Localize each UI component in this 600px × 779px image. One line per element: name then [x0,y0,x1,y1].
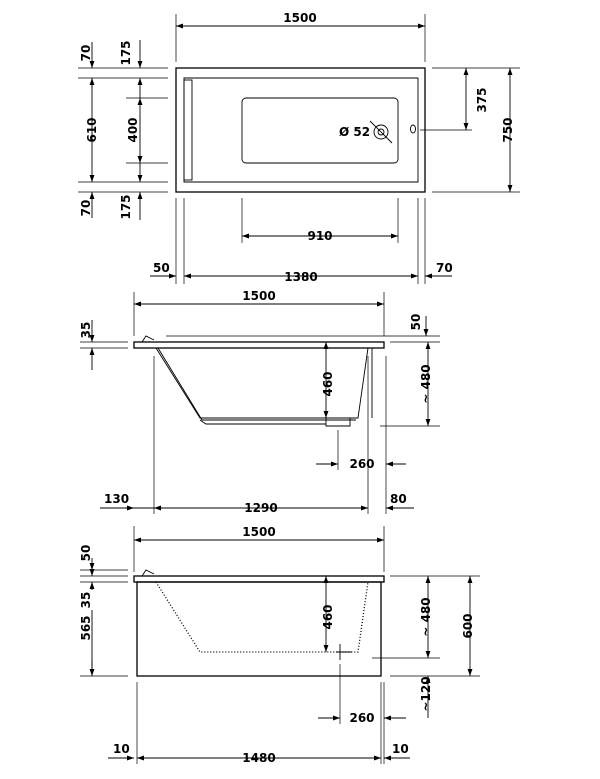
side-460-label: 460 [321,371,335,396]
top-70-upper-label: 70 [79,45,93,62]
panel-view-hidden-tub [155,581,369,653]
top-610-label: 610 [85,117,99,142]
top-175-lower-label: 175 [119,194,133,219]
side-35-label: 35 [79,322,93,339]
top-175-upper-label: 175 [119,40,133,65]
side-260-label: 260 [349,457,374,471]
top-view-headrest [183,79,193,181]
top-750-label: 750 [501,117,515,142]
top-50-label: 50 [153,261,170,275]
side-80-label: 80 [390,492,407,506]
top-375-label: 375 [475,87,489,112]
panel-width-1500-label: 1500 [242,525,275,539]
side-view-tub-body [155,347,369,419]
top-view: 1500 610 70 175 400 70 175 375 750 Ø 52 [78,11,520,284]
panel-600-label: 600 [461,613,475,638]
top-910-label: 910 [307,229,332,243]
panel-480-label: ~ 480 [419,597,433,636]
side-480-label: ~ 480 [419,364,433,403]
top-view-drain [373,124,389,140]
panel-260-label: 260 [349,711,374,725]
top-400-label: 400 [126,117,140,142]
panel-35-label: 35 [79,592,93,609]
top-1380-label: 1380 [284,270,317,284]
side-width-1500-label: 1500 [242,289,275,303]
side-view: 1500 35 50 460 ~ 480 260 1290 130 80 [79,289,440,515]
panel-10-left-label: 10 [113,742,130,756]
panel-view: 1500 50 35 565 460 ~ 480 600 ~120 260 14… [79,525,480,765]
panel-1480-label: 1480 [242,751,275,765]
top-view-bottom-area [241,97,399,164]
top-70-right-label: 70 [436,261,453,275]
panel-460-label: 460 [321,604,335,629]
panel-10-right-label: 10 [392,742,409,756]
panel-view-front-panel [136,581,382,677]
panel-565-label: 565 [79,615,93,640]
top-70-lower-label: 70 [79,200,93,217]
panel-50-label: 50 [79,545,93,562]
panel-view-rim [133,575,385,583]
top-view-overflow [410,124,416,134]
side-1290-label: 1290 [244,501,277,515]
panel-120-label: ~120 [419,676,433,711]
top-drain-diameter-label: Ø 52 [339,125,370,139]
side-50-label: 50 [409,314,423,331]
side-view-rim [133,341,385,349]
side-130-label: 130 [104,492,129,506]
side-view-drain [325,418,351,427]
top-width-1500-label: 1500 [283,11,316,25]
